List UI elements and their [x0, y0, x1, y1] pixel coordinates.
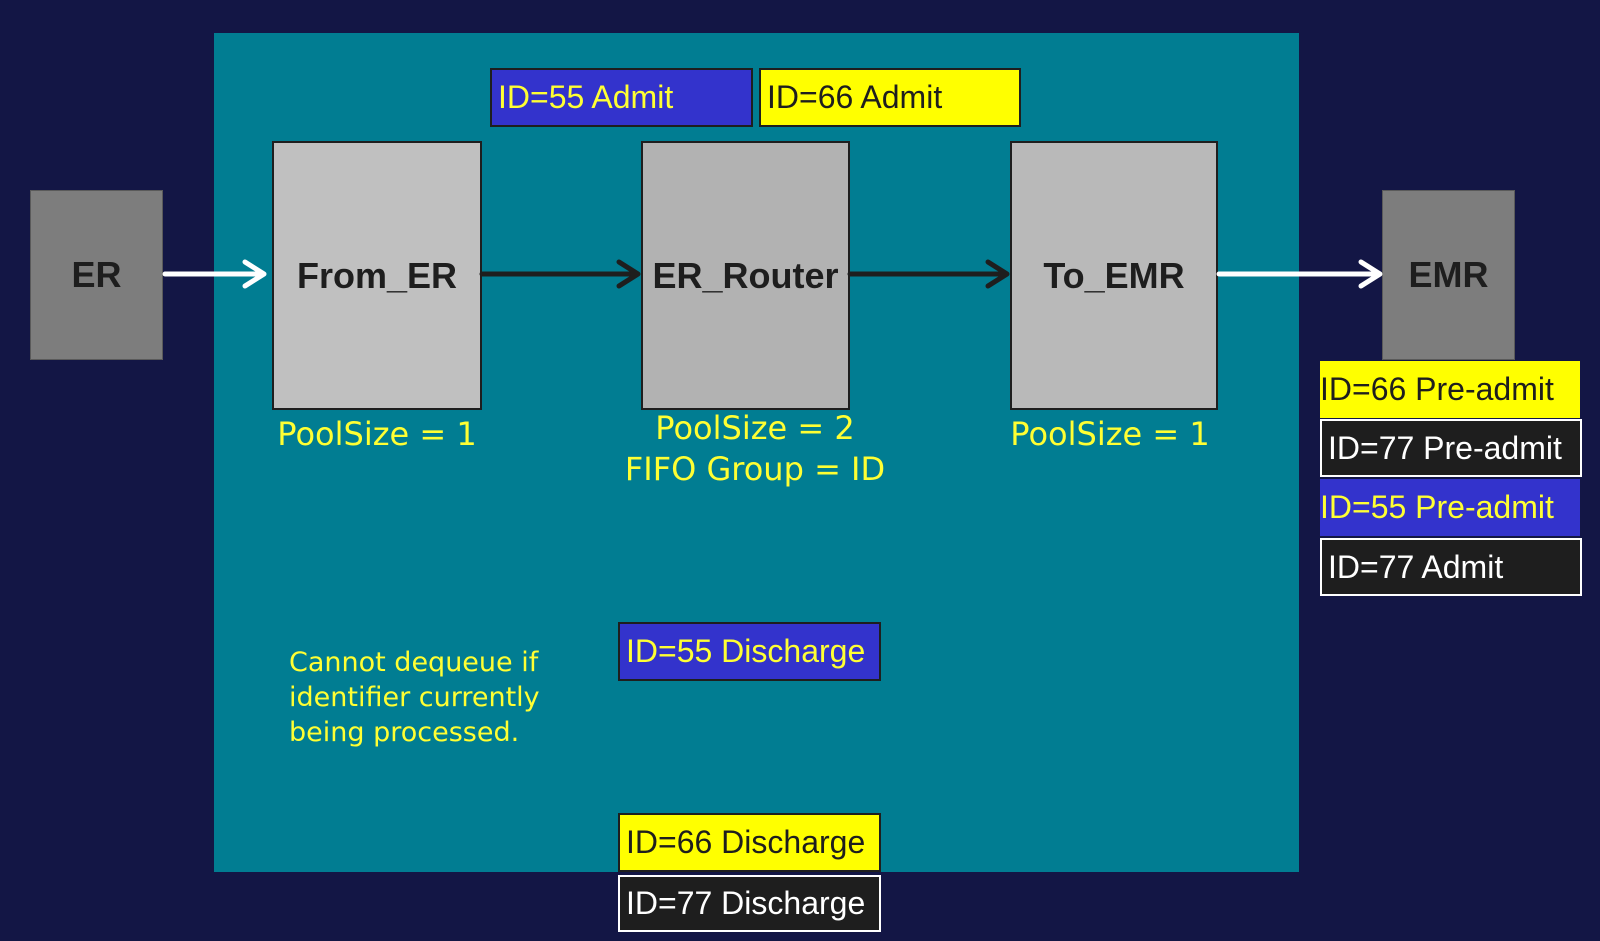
note-line: identifier currently: [289, 682, 540, 713]
er-router-pool-size: PoolSize = 2: [655, 409, 855, 447]
to-emr-pool-size: PoolSize = 1: [1010, 415, 1210, 453]
message-id55-preadmit: ID=55 Pre-admit: [1320, 479, 1580, 536]
message-id77-preadmit: ID=77 Pre-admit: [1320, 419, 1582, 477]
dequeue-note: Cannot dequeue if identifier currently b…: [289, 645, 609, 750]
message-id66-admit: ID=66 Admit: [759, 68, 1021, 127]
message-id55-discharge: ID=55 Discharge: [618, 622, 881, 681]
er-router-fifo-group: FIFO Group = ID: [624, 450, 886, 488]
er-label: ER: [71, 254, 122, 295]
message-id66-discharge: ID=66 Discharge: [618, 813, 881, 872]
message-id66-preadmit: ID=66 Pre-admit: [1320, 361, 1580, 418]
to-emr-node: To_EMR: [1010, 141, 1218, 410]
note-line: Cannot dequeue if: [289, 647, 539, 678]
from-er-pool-size: PoolSize = 1: [277, 415, 477, 453]
message-id77-admit: ID=77 Admit: [1320, 538, 1582, 596]
er-router-node: ER_Router: [641, 141, 850, 410]
from-er-node: From_ER: [272, 141, 482, 410]
message-id77-discharge: ID=77 Discharge: [618, 875, 881, 932]
er-router-label: ER_Router: [652, 254, 839, 296]
from-er-label: From_ER: [296, 254, 458, 296]
er-source-box: ER: [30, 190, 163, 360]
emr-destination-box: EMR: [1382, 190, 1515, 360]
message-id55-admit: ID=55 Admit: [490, 68, 753, 127]
emr-label: EMR: [1408, 254, 1489, 295]
to-emr-label: To_EMR: [1043, 254, 1185, 296]
note-line: being processed.: [289, 717, 520, 748]
